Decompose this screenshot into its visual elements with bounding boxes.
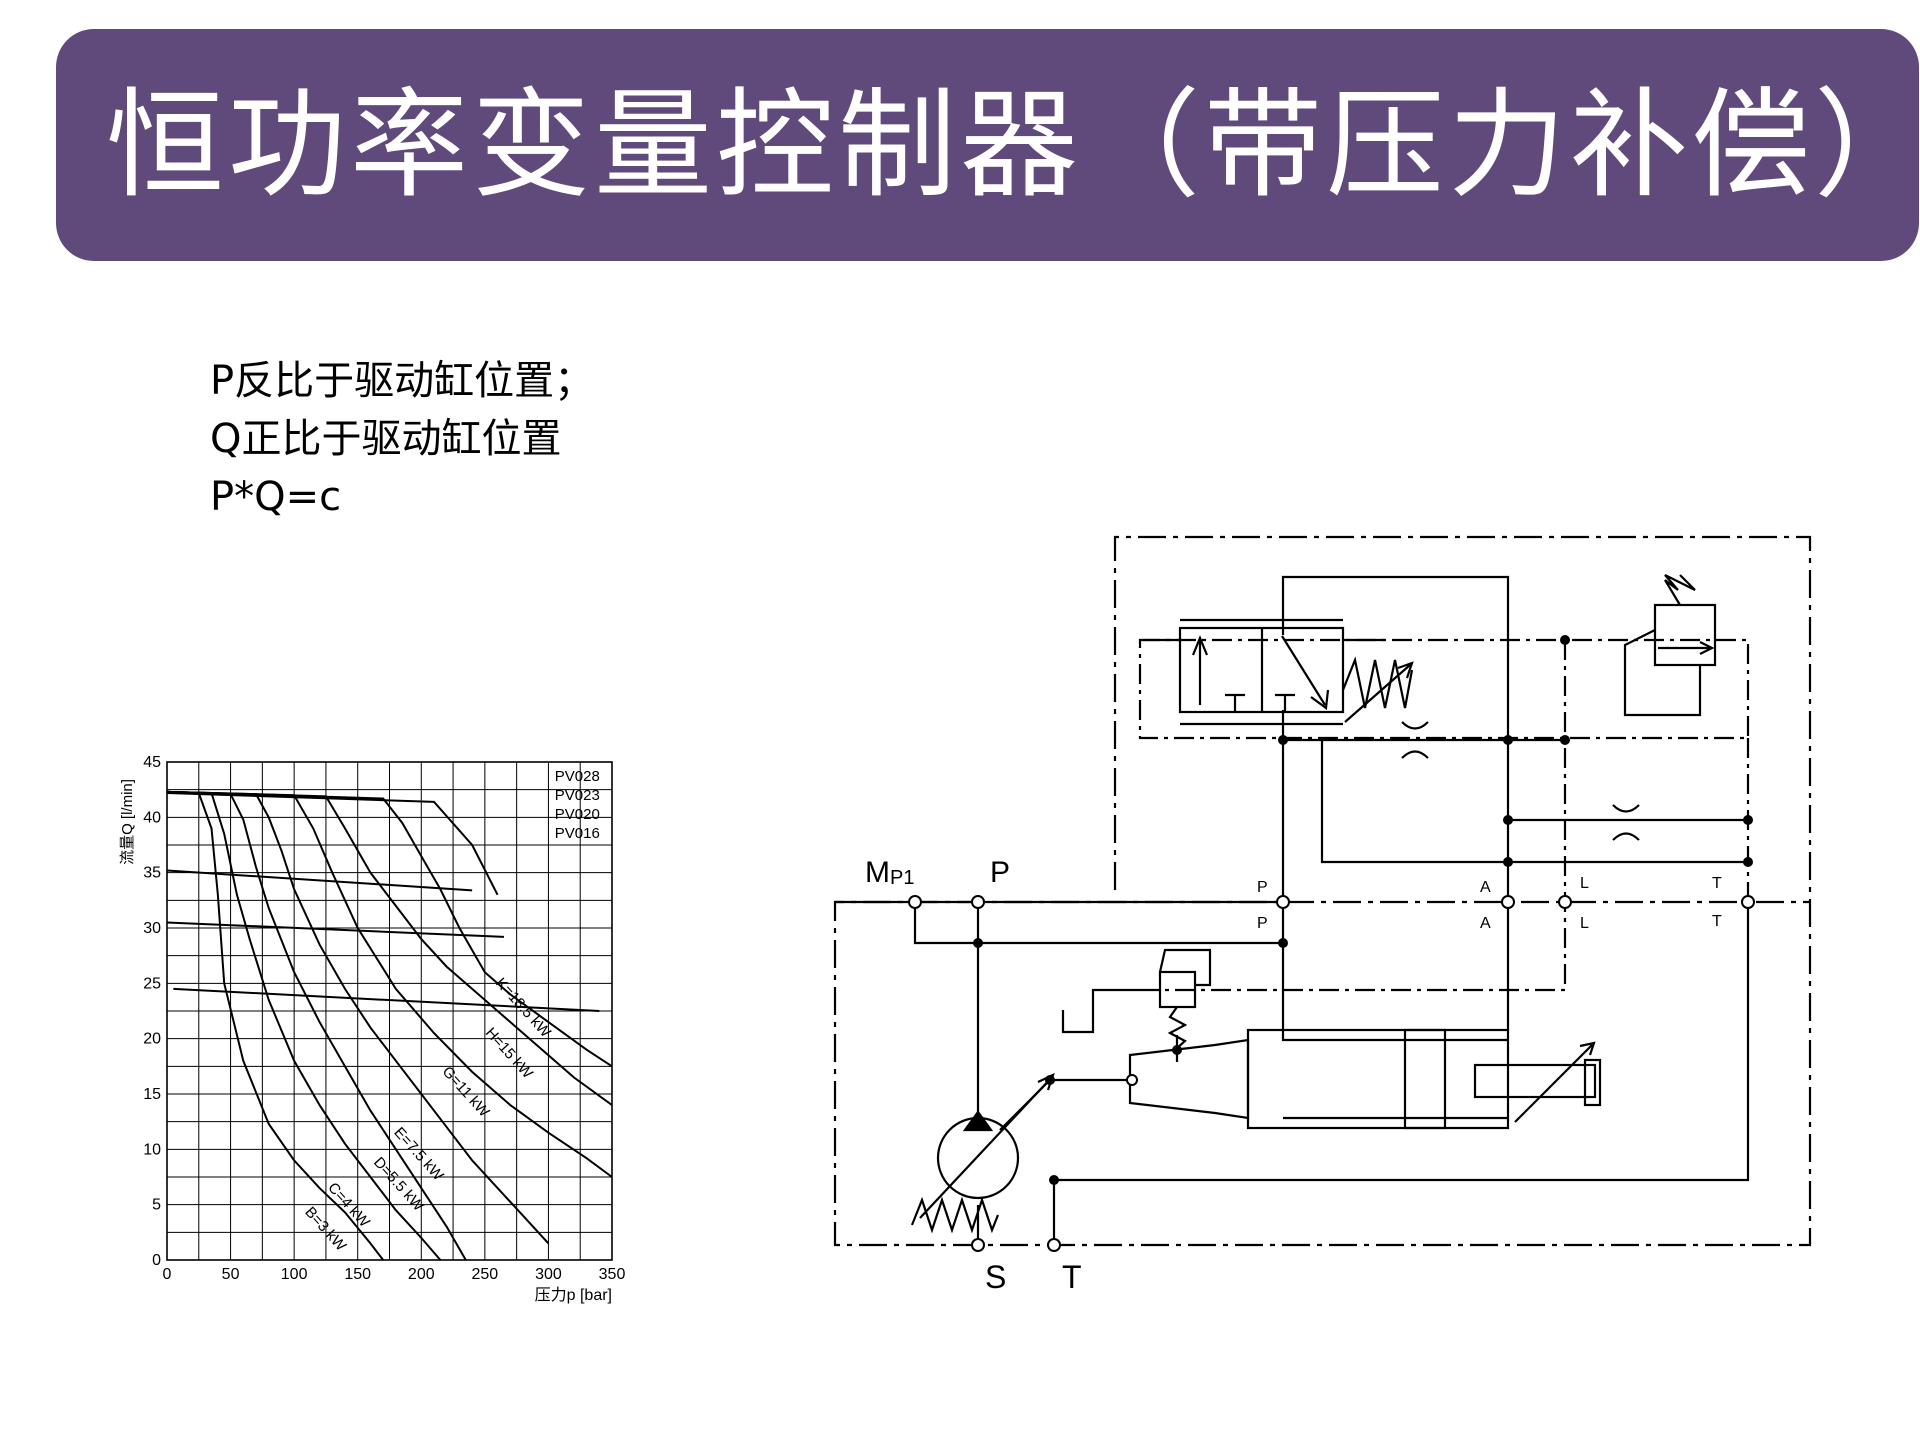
y-tick-label: 30: [143, 920, 161, 937]
formula-line-2: Q正比于驱动缸位置: [210, 416, 562, 462]
line-t-vertical: [1054, 902, 1750, 1182]
port-mp1: [908, 895, 922, 909]
x-tick-label: 50: [222, 1266, 240, 1283]
actuator-piston: [1403, 1028, 1447, 1130]
line-mid-horizontal: [1320, 740, 1748, 864]
max-flow-line: [166, 921, 504, 938]
power-curve: [166, 790, 613, 1068]
legend-entry: PV028: [555, 768, 600, 785]
label-p-lower: P: [1257, 915, 1268, 932]
small-relief-valve: [1158, 970, 1197, 1009]
pump-spring: [910, 1196, 1000, 1234]
spring-enclosure: [1140, 640, 1750, 992]
y-tick-label: 15: [143, 1086, 161, 1103]
port-s: [971, 1238, 985, 1252]
relief-valve-body: [1653, 603, 1717, 667]
y-tick-label: 25: [143, 975, 161, 992]
y-tick-label: 40: [143, 809, 161, 826]
power-curve: [166, 790, 613, 1106]
label-t-lower: T: [1712, 913, 1722, 930]
y-tick-label: 35: [143, 865, 161, 882]
chart-power-curves: [166, 790, 613, 1261]
chart-x-tick-labels: 0 50 100 150 200 250 300 350: [163, 1266, 626, 1283]
power-curve: [166, 790, 613, 1178]
x-tick-label: 150: [344, 1266, 371, 1283]
y-tick-label: 0: [152, 1252, 161, 1269]
line-t-drain: [976, 1180, 1056, 1245]
actuator-cylinder: [1246, 1028, 1510, 1130]
chart-frame: [166, 761, 613, 1261]
x-tick-label: 200: [408, 1266, 435, 1283]
actuator-rod: [1473, 1063, 1597, 1099]
legend-entry: PV023: [555, 787, 600, 804]
pilot-valve-enclosure: [1138, 638, 1750, 740]
line-p-branch: [913, 902, 1283, 1118]
page-title: 恒功率变量控制器（带压力补偿）: [106, 76, 1920, 214]
power-curve: [166, 790, 384, 1261]
chart-y-axis-label: 流量Q [l/min]: [119, 779, 136, 865]
formula-line-1: P反比于驱动缸位置；: [210, 358, 595, 404]
formula-line-3: P*Q=c: [210, 474, 342, 520]
x-tick-label: 300: [535, 1266, 562, 1283]
valve-arrow-diag: [1281, 635, 1330, 711]
chart-x-axis-label: 压力p [bar]: [535, 1286, 612, 1304]
actuator-taper: [1128, 1038, 1250, 1120]
chart-y-tick-labels: 0 5 10 15 20 25 30 35 40 45: [143, 754, 161, 1269]
y-tick-label: 45: [143, 754, 161, 771]
y-tick-label: 5: [152, 1197, 161, 1214]
power-curve: [166, 790, 550, 1245]
port-t: [1047, 1238, 1061, 1252]
label-a-upper: A: [1480, 879, 1491, 896]
legend-entry: PV016: [555, 825, 600, 842]
orifice-right: [1612, 804, 1640, 841]
label-p-upper: P: [1257, 879, 1268, 896]
label-l-lower: L: [1580, 915, 1589, 932]
title-banner: 恒功率变量控制器（带压力补偿）: [56, 29, 1920, 261]
label-a-lower: A: [1480, 915, 1491, 932]
outer-enclosure: [833, 535, 1812, 1247]
label-s: S: [985, 1259, 1006, 1295]
y-tick-label: 20: [143, 1031, 161, 1048]
label-mp1: MP1: [865, 856, 914, 889]
x-tick-label: 0: [163, 1266, 172, 1283]
label-p-main: P: [990, 856, 1010, 889]
max-flow-line: [166, 791, 499, 896]
orifice-upper: [1401, 721, 1429, 759]
valve-arrow-up: [1191, 635, 1209, 705]
max-flow-line: [166, 869, 473, 892]
formula-text: P反比于驱动缸位置； Q正比于驱动缸位置 P*Q=c: [210, 352, 594, 526]
port-p: [971, 895, 985, 909]
legend-entry: PV020: [555, 806, 600, 823]
valve-spring: [1341, 656, 1414, 709]
y-tick-label: 10: [143, 1141, 161, 1158]
label-t-upper: T: [1712, 875, 1722, 892]
x-tick-label: 250: [472, 1266, 499, 1283]
power-curve: [166, 790, 442, 1261]
power-curve: [166, 790, 467, 1261]
x-tick-label: 350: [599, 1266, 626, 1283]
label-l-upper: L: [1580, 875, 1589, 892]
label-t-main: T: [1062, 1259, 1082, 1295]
x-tick-label: 100: [281, 1266, 308, 1283]
